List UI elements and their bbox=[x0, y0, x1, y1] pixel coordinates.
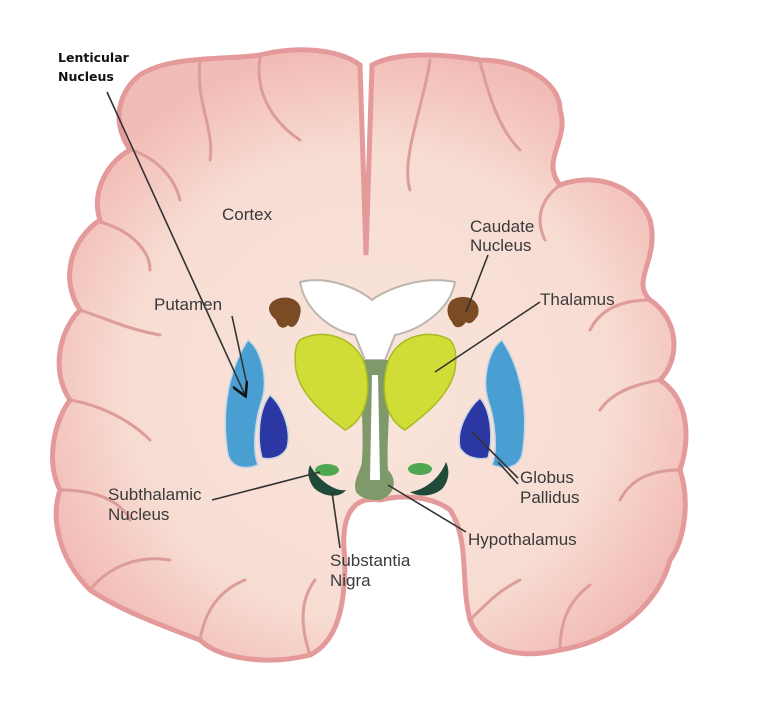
label-putamen: Putamen bbox=[154, 295, 222, 314]
label-substantia-nigra-line1: Substantia bbox=[330, 551, 411, 570]
label-cortex: Cortex bbox=[222, 205, 273, 224]
subthalamic-nucleus-left bbox=[315, 464, 339, 476]
leader-lines bbox=[106, 91, 541, 549]
subthalamic-nucleus-right bbox=[408, 463, 432, 475]
caudate-nucleus-left bbox=[269, 297, 301, 328]
label-subthalamic-nucleus-line2: Nucleus bbox=[108, 505, 169, 524]
globus-pallidus-left bbox=[258, 393, 289, 460]
third-ventricle bbox=[370, 375, 380, 480]
thalamus-left bbox=[294, 333, 369, 431]
substantia-nigra-right bbox=[410, 462, 449, 496]
label-subthalamic-nucleus-line1: Subthalamic bbox=[108, 485, 202, 504]
sulci bbox=[58, 56, 682, 657]
label-lenticular-nucleus-line1: Lenticular bbox=[58, 50, 130, 65]
label-thalamus: Thalamus bbox=[540, 290, 615, 309]
label-lenticular-nucleus-line2: Nucleus bbox=[58, 69, 114, 84]
label-substantia-nigra-line2: Nigra bbox=[330, 571, 371, 590]
label-hypothalamus: Hypothalamus bbox=[468, 530, 577, 549]
label-caudate-nucleus-line2: Nucleus bbox=[470, 236, 531, 255]
substantia-nigra-left bbox=[308, 465, 346, 496]
label-caudate-nucleus-line1: Caudate bbox=[470, 217, 534, 236]
caudate-nucleus-right bbox=[447, 296, 479, 328]
label-globus-pallidus-line1: Globus bbox=[520, 468, 574, 487]
label-globus-pallidus-line2: Pallidus bbox=[520, 488, 580, 507]
putamen-right bbox=[484, 338, 526, 469]
thalamus-right bbox=[383, 333, 457, 431]
lateral-ventricles bbox=[298, 279, 457, 361]
